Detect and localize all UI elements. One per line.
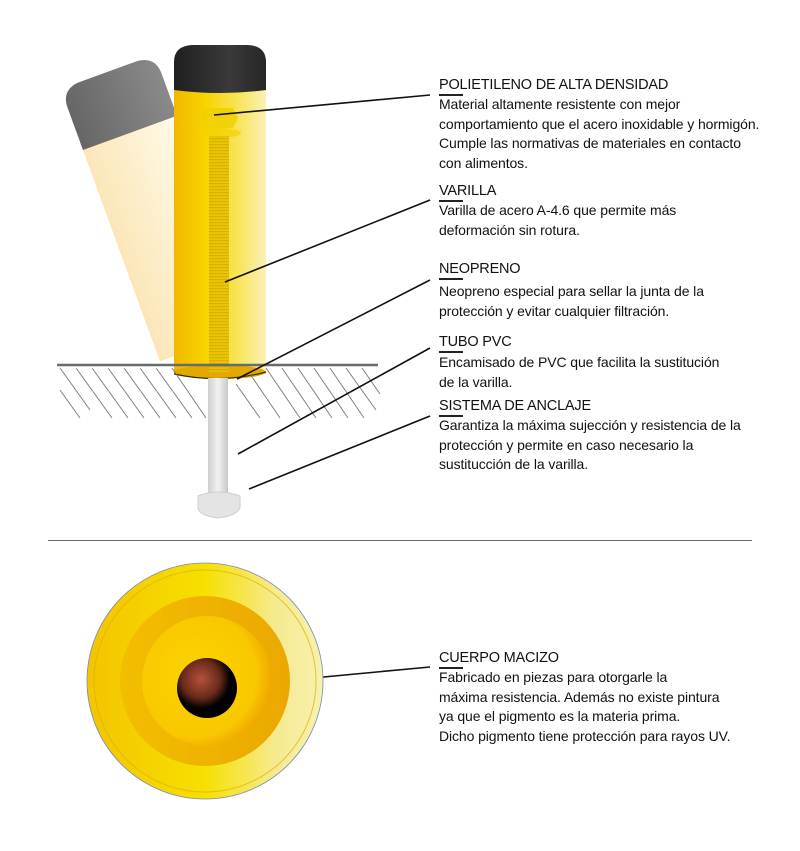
callout-body: Neopreno especial para sellar la junta d…	[439, 283, 704, 319]
callout-body: Garantiza la máxima sujección y resisten…	[439, 417, 741, 472]
callout-neopreno: NEOPRENO Neopreno especial para sellar l…	[439, 260, 799, 321]
callout-title: VARILLA	[439, 182, 799, 202]
callout-varilla: VARILLA Varilla de acero A-4.6 que permi…	[439, 182, 799, 240]
callout-body: Encamisado de PVC que facilita la sustit…	[439, 354, 720, 390]
callout-title: SISTEMA DE ANCLAJE	[439, 397, 799, 417]
callout-tubo-pvc: TUBO PVC Encamisado de PVC que facilita …	[439, 333, 799, 392]
callout-polietileno: POLIETILENO DE ALTA DENSIDAD Material al…	[439, 76, 799, 173]
callout-body: Fabricado en piezas para otorgarle la má…	[439, 669, 731, 744]
solid-body-disc	[86, 562, 324, 800]
callout-body: Material altamente resistente con mejor …	[439, 96, 760, 171]
callout-sistema-anclaje: SISTEMA DE ANCLAJE Garantiza la máxima s…	[439, 397, 799, 475]
leader-lines	[213, 94, 431, 685]
section-divider	[48, 540, 752, 541]
callout-title: CUERPO MACIZO	[439, 649, 799, 669]
callout-title: POLIETILENO DE ALTA DENSIDAD	[439, 76, 799, 96]
ground	[57, 363, 381, 419]
callout-body: Varilla de acero A-4.6 que permite más d…	[439, 202, 677, 238]
callout-title: TUBO PVC	[439, 333, 799, 353]
callout-title: NEOPRENO	[439, 260, 799, 280]
anchor-rod	[197, 378, 241, 519]
main-bollard	[173, 45, 267, 380]
callout-cuerpo-macizo: CUERPO MACIZO Fabricado en piezas para o…	[439, 649, 799, 746]
